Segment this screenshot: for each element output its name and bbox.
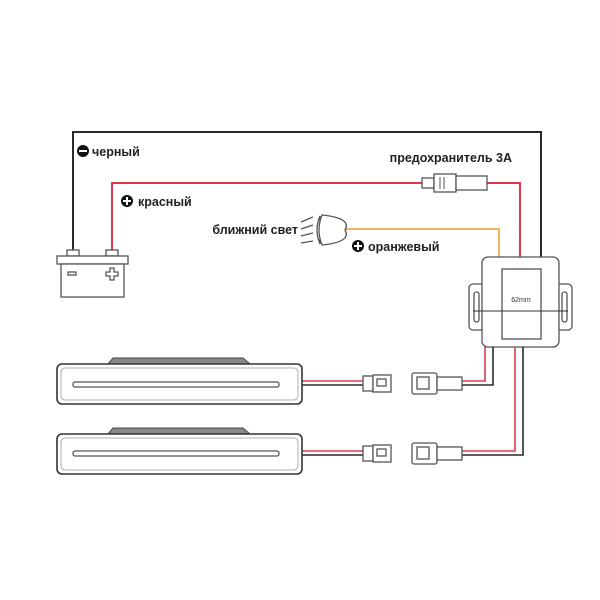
control-module: 62mm (468, 256, 573, 348)
orange-wire-label: оранжевый (368, 240, 439, 254)
lamp2-wires (302, 347, 524, 456)
fuse-label: предохранитель 3А (390, 151, 512, 165)
black-main-wire (72, 131, 542, 262)
minus-icon (77, 145, 89, 157)
fuse-icon (421, 173, 488, 193)
black-wire-label: черный (92, 145, 140, 159)
connector-pair-1 (362, 372, 463, 395)
orange-wire (345, 228, 500, 262)
drl-lamp-1 (56, 357, 303, 405)
red-wire-label: красный (138, 195, 192, 209)
plus-icon (121, 195, 133, 207)
connector-pair-2 (362, 442, 463, 465)
low-beam-label: ближний свет (212, 223, 298, 237)
drl-lamp-2 (56, 427, 303, 475)
battery-icon (56, 249, 129, 298)
plus-icon (352, 240, 364, 252)
red-main-wire (111, 182, 521, 262)
lamp1-wires (302, 347, 494, 386)
dimension-label: 62mm (511, 297, 531, 304)
headlight-icon (300, 214, 347, 246)
